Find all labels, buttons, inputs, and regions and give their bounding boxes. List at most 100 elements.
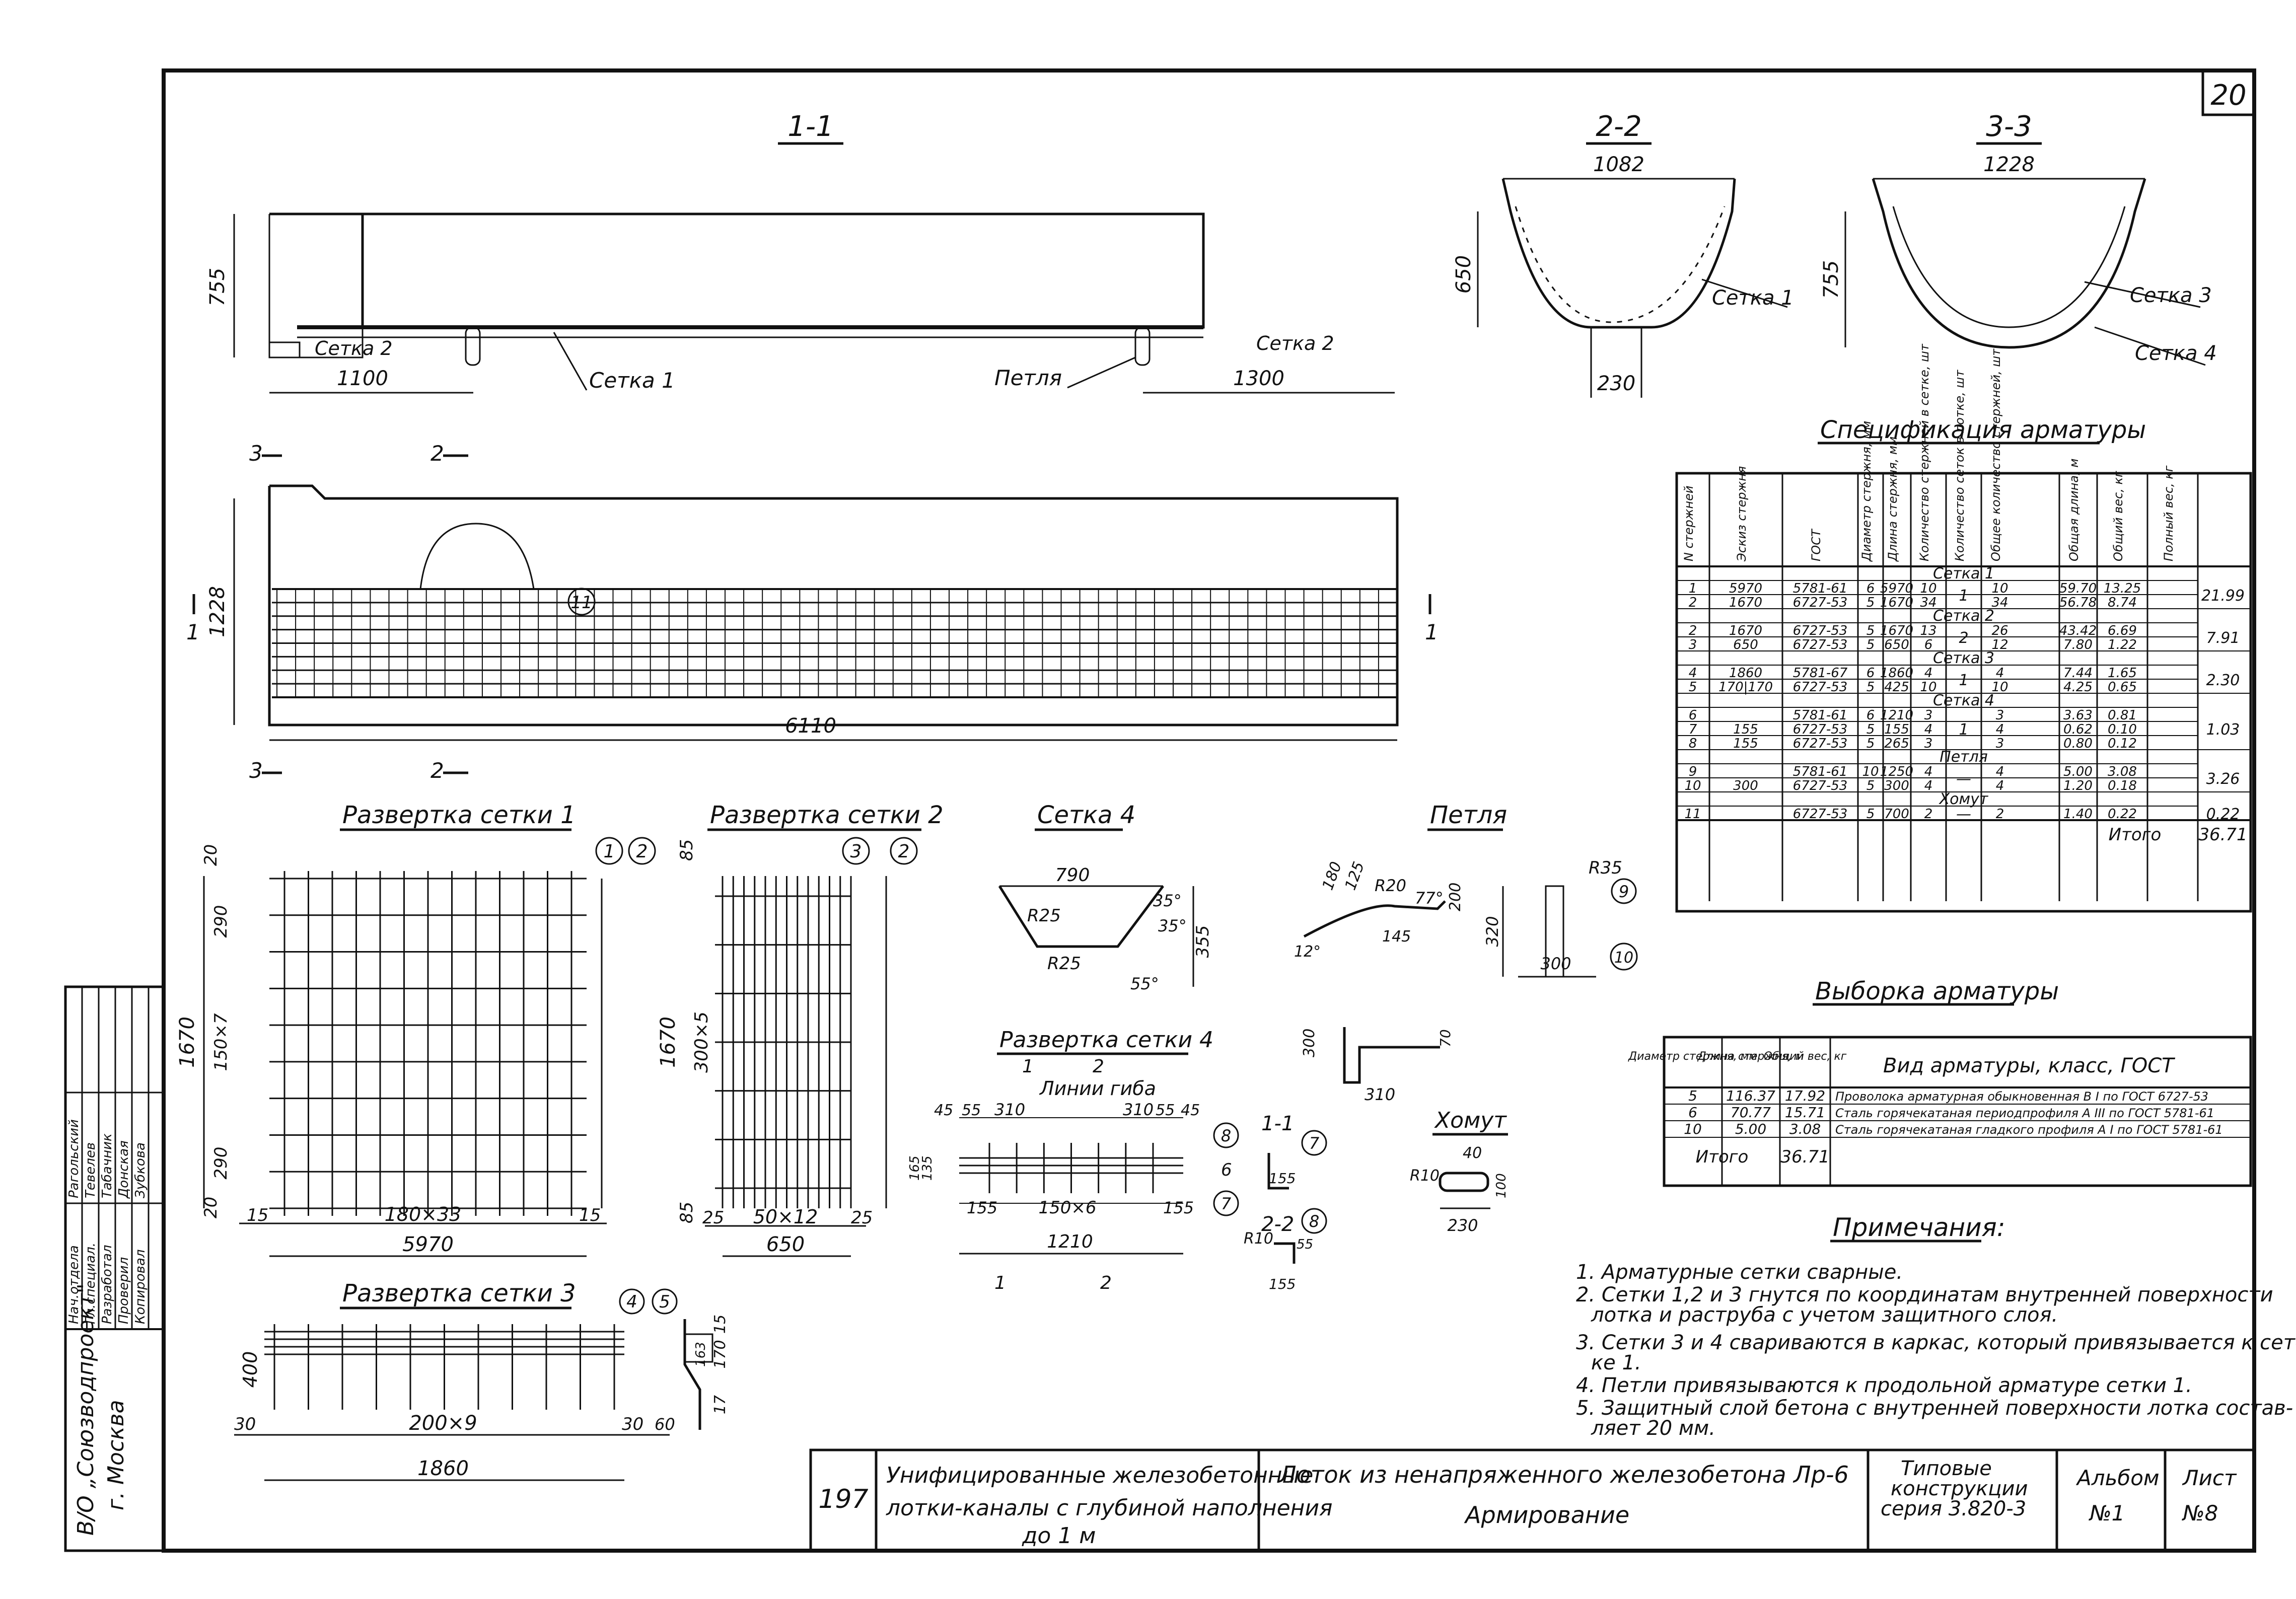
razvertka-setki-1: Развертка сетки 1 1 2 20 290 150×7 290 2…: [176, 801, 656, 1257]
mark-2-circle: [628, 837, 656, 865]
spec-cell: 6: [1867, 666, 1875, 681]
spec-cell: 0.81: [2108, 708, 2137, 723]
section-2-2: 2-2 1082 650 230 Сетка 1: [1452, 110, 1794, 398]
mark-8b: 8: [1309, 1212, 1319, 1231]
razv4-title: Развертка сетки 4: [999, 1027, 1213, 1053]
stamp-person: Донская: [116, 1140, 131, 1199]
bar-5-sketch: [683, 1319, 701, 1430]
spec-cell: 2: [1996, 807, 2004, 822]
spec-cell: 9: [1689, 764, 1697, 779]
vyb-frame: [1663, 1036, 2252, 1187]
d45b: 45: [1181, 1102, 1200, 1119]
d55-s: 55: [1297, 1237, 1313, 1252]
tb-sheet-1: Лист: [2182, 1466, 2237, 1490]
homut: Хомут 40 R10 230 100: [1410, 1108, 1509, 1235]
note-line: лотка и раструба с учетом защитного слоя…: [1591, 1303, 2058, 1327]
spec-cell: 2: [1924, 807, 1933, 822]
mark-8b-circle: [1301, 1208, 1327, 1234]
mark-7b: 7: [1309, 1134, 1320, 1153]
spec-cell: 5: [1867, 736, 1875, 751]
label-setka2-left: Сетка 2: [315, 337, 393, 359]
bar-10: [1343, 1027, 1440, 1084]
tb-series-3: до 1 м: [1022, 1523, 1096, 1549]
spec-cell: 0.62: [2063, 722, 2093, 737]
vyb-cell: 15.71: [1785, 1104, 1825, 1121]
vyborka-title: Выборка арматуры: [1815, 977, 2059, 1005]
spec-itogo-value: 36.71: [2198, 825, 2247, 845]
homut-title: Хомут: [1434, 1108, 1507, 1133]
p-r20: R20: [1375, 876, 1406, 895]
note-line: 4. Петли привязываются к продольной арма…: [1576, 1374, 2192, 1397]
side-stamp-rows: Нач.отделаРагольскийГл.специал.ТевелевРа…: [64, 987, 164, 1330]
spec-cell: 5781-61: [1793, 581, 1848, 596]
bell-end: [268, 341, 301, 358]
h230: 230: [1447, 1216, 1478, 1235]
vyb-cell: 5: [1688, 1087, 1697, 1104]
cut-1-left-label: 1: [186, 620, 200, 644]
sheet-number: 20: [2210, 79, 2246, 112]
tb-drawing-sub: Армирование: [1464, 1501, 1629, 1529]
dim-400: 400: [239, 1351, 261, 1388]
spec-cell: 6: [1689, 708, 1697, 723]
spec-cell: 10: [1920, 581, 1936, 596]
spec-cell: 26: [1991, 623, 2008, 638]
spec-nsetok: 2: [1959, 629, 1968, 647]
p-r35: R35: [1589, 858, 1622, 878]
spec-cell: 0.65: [2108, 680, 2137, 695]
leader-petlya: [1067, 356, 1136, 389]
leader-setka1: [553, 332, 588, 391]
mark-3-circle: [842, 837, 870, 865]
notes-title: Примечания:: [1833, 1213, 2005, 1242]
spec-cell: 6727-53: [1793, 680, 1848, 695]
spec-itogo-label: Итого: [2109, 825, 2162, 845]
spec-cell: 155: [1733, 722, 1758, 737]
trough-body: [269, 212, 1205, 329]
d135: 135: [920, 1155, 935, 1181]
razv4-cut1: 1: [1022, 1056, 1034, 1077]
razv2-title: Развертка сетки 2: [710, 801, 944, 829]
dim-30b: 30: [622, 1414, 643, 1434]
leader: [2094, 326, 2206, 366]
vyb-cell: Сталь горячекатаная гладкого профиля А I…: [1835, 1123, 2223, 1137]
spec-cell: 155: [1884, 722, 1909, 737]
stamp-role: Копировал: [133, 1249, 148, 1324]
spec-cell: 5: [1867, 595, 1875, 610]
spec-cell: 5: [1867, 680, 1875, 695]
dim-200x9: 200×9: [409, 1412, 477, 1435]
section-2-2-title: 2-2: [1596, 110, 1641, 143]
dim-1228: 1228: [1983, 153, 2035, 176]
spec-cell: 5781-67: [1793, 666, 1848, 681]
d310b: 310: [1123, 1100, 1154, 1119]
mark-8: 8: [1221, 1126, 1231, 1145]
vyb-itogo-value: 36.71: [1780, 1147, 1829, 1167]
spec-cell: 650: [1884, 637, 1909, 652]
spec-header: Количество сеток в лотке, шт: [1953, 370, 1967, 561]
vyb-cell: 3.08: [1789, 1121, 1821, 1137]
mark-2b-circle: [890, 837, 918, 865]
spec-cell: 10: [1684, 778, 1701, 793]
spec-cell: 1: [1689, 581, 1697, 596]
spec-cell: 6727-53: [1793, 595, 1848, 610]
spec-cell: 1670: [1729, 595, 1762, 610]
trough-outline: [268, 213, 364, 358]
spec-cell: 10: [1920, 680, 1936, 695]
spec-cell: 6727-53: [1793, 736, 1848, 751]
loop-1: [465, 326, 481, 366]
spec-total: 1.03: [2206, 721, 2240, 739]
section-3-3-title: 3-3: [1986, 110, 2032, 143]
spec-nsetok: —: [1956, 770, 1971, 788]
spec-cell: 13.25: [2104, 581, 2141, 596]
cut-2-bottom-label: 2: [430, 758, 444, 783]
petlya-title: Петля: [1430, 801, 1507, 829]
cut-2-top-label: 2: [430, 441, 444, 466]
stamp-role: Нач.отдела: [66, 1245, 82, 1324]
d155a: 155: [967, 1198, 997, 1217]
mark-2: 2: [636, 841, 648, 862]
razv2-mesh: [715, 876, 887, 1208]
trough-2-2-outer: [1501, 178, 1736, 329]
vyb-cell: 17.92: [1785, 1087, 1825, 1104]
stamp-person: Табачник: [100, 1133, 115, 1198]
spec-cell: 5: [1867, 722, 1875, 737]
d45a: 45: [934, 1102, 953, 1119]
